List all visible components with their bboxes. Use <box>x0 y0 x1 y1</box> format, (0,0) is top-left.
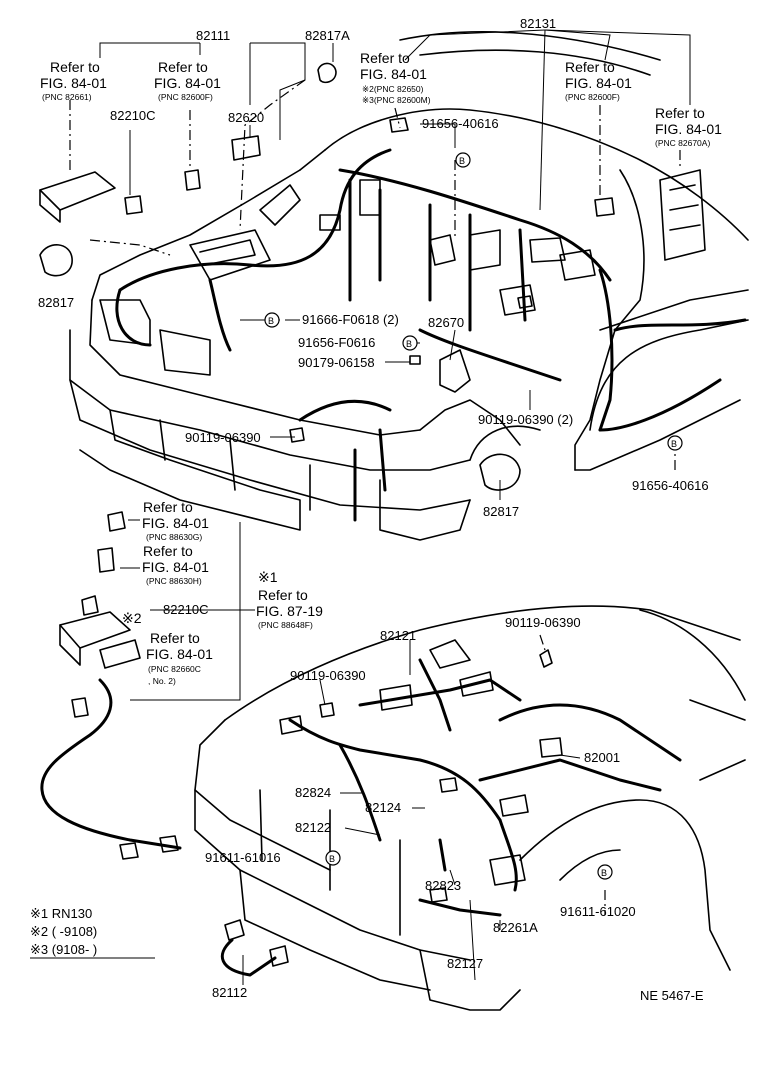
svg-text:(PNC 82600F): (PNC 82600F) <box>565 92 620 102</box>
svg-text:(PNC 88630H): (PNC 88630H) <box>146 576 202 586</box>
part-number-82127: 82127 <box>447 956 483 971</box>
b-marker: B <box>325 850 341 866</box>
refer-callout: Refer to FIG. 84-01 (PNC 88630H) <box>142 543 209 586</box>
svg-text:(PNC 88630G): (PNC 88630G) <box>146 532 202 542</box>
part-number-90119-06390-2: 90119-06390 (2) <box>478 412 573 427</box>
svg-text:B: B <box>601 868 607 878</box>
svg-text:Refer to: Refer to <box>50 59 100 75</box>
part-number-82817: 82817 <box>483 504 519 519</box>
refer-callout: Refer to FIG. 84-01 (PNC 82600F) <box>565 59 632 102</box>
part-number-82112: 82112 <box>212 985 247 1000</box>
part-number-82261a: 82261A <box>493 920 538 935</box>
variant-markers: ※1 ※2 <box>122 569 278 626</box>
part-number-82817a: 82817A <box>305 28 350 43</box>
refer-callout: Refer to FIG. 84-01 (PNC 82660C , No. 2) <box>146 630 213 686</box>
part-number-82823: 82823 <box>425 878 461 893</box>
leader-lines-bottom <box>242 634 606 985</box>
svg-text:, No. 2): , No. 2) <box>148 676 176 686</box>
svg-text:B: B <box>406 339 412 349</box>
svg-text:Refer to: Refer to <box>143 499 193 515</box>
switch-group-mid <box>40 511 255 860</box>
vehicle-body-top <box>69 31 749 541</box>
part-number-82210c: 82210C <box>110 108 156 123</box>
svg-text:Refer to: Refer to <box>258 587 308 603</box>
b-marker: B <box>667 435 683 451</box>
part-number-labels: 82111 82817A 82131 82210C 82620 91656-40… <box>38 16 709 1000</box>
svg-text:Refer to: Refer to <box>150 630 200 646</box>
b-marker-group-top: B B B B <box>264 152 683 451</box>
svg-text:Refer to: Refer to <box>565 59 615 75</box>
b-marker: B <box>402 335 418 351</box>
part-number-91656-f0616: 91656-F0616 <box>298 335 375 350</box>
part-number-82620: 82620 <box>228 110 264 125</box>
svg-text:(PNC 82670A): (PNC 82670A) <box>655 138 710 148</box>
svg-text:Refer to: Refer to <box>655 105 705 121</box>
refer-callout: Refer to FIG. 84-01 (PNC 88630G) <box>142 499 209 542</box>
svg-text:※2(PNC 82650): ※2(PNC 82650) <box>362 84 424 94</box>
part-number-90179-06158: 90179-06158 <box>298 355 375 370</box>
legend-row-3: ※3 (9108- ) <box>30 942 97 957</box>
document-code: NE 5467-E <box>640 988 704 1003</box>
b-marker: B <box>264 312 280 328</box>
part-number-90119-06390: 90119-06390 <box>290 668 366 683</box>
svg-text:B: B <box>329 854 335 864</box>
svg-text:B: B <box>268 316 274 326</box>
part-number-82001: 82001 <box>584 750 620 765</box>
part-number-82121: 82121 <box>380 628 416 643</box>
main-wire-harness-top <box>39 62 747 522</box>
part-number-91611-61020: 91611-61020 <box>560 904 636 919</box>
marker-2: ※2 <box>122 610 142 626</box>
svg-text:Refer to: Refer to <box>158 59 208 75</box>
refer-callout: Refer to FIG. 84-01 (PNC 82661) <box>40 59 107 102</box>
svg-text:FIG. 87-19: FIG. 87-19 <box>256 603 323 619</box>
part-number-91666-f0618: 91666-F0618 (2) <box>302 312 399 327</box>
b-marker: B <box>455 152 471 168</box>
main-wire-harness-bottom <box>220 639 682 977</box>
part-number-91656-40616: 91656-40616 <box>632 478 709 493</box>
part-number-82210c: 82210C <box>163 602 209 617</box>
part-number-91611-61016: 91611-61016 <box>205 850 281 865</box>
svg-text:FIG. 84-01: FIG. 84-01 <box>655 121 722 137</box>
part-number-82670: 82670 <box>428 315 464 330</box>
svg-text:(PNC 82600F): (PNC 82600F) <box>158 92 213 102</box>
svg-text:FIG. 84-01: FIG. 84-01 <box>360 66 427 82</box>
part-number-90119-06390: 90119-06390 <box>185 430 261 445</box>
part-number-82824: 82824 <box>295 785 331 800</box>
legend-row-2: ※2 ( -9108) <box>30 924 97 939</box>
part-number-82111: 82111 <box>196 28 230 43</box>
part-number-82124: 82124 <box>365 800 401 815</box>
svg-text:Refer to: Refer to <box>360 50 410 66</box>
part-number-90119-06390: 90119-06390 <box>505 615 581 630</box>
svg-text:B: B <box>671 439 677 449</box>
refer-callouts: Refer to FIG. 84-01 (PNC 82661) Refer to… <box>40 50 722 686</box>
svg-text:FIG. 84-01: FIG. 84-01 <box>40 75 107 91</box>
part-number-82817: 82817 <box>38 295 74 310</box>
legend-row-1: ※1 RN130 <box>30 906 92 921</box>
svg-text:B: B <box>459 156 465 166</box>
svg-text:FIG. 84-01: FIG. 84-01 <box>565 75 632 91</box>
b-marker: B <box>597 864 613 880</box>
part-number-91656-40616: 91656-40616 <box>422 116 499 131</box>
refer-callout: Refer to FIG. 87-19 (PNC 88648F) <box>256 587 323 630</box>
marker-1: ※1 <box>258 569 278 585</box>
vehicle-body-bottom <box>194 605 746 1011</box>
svg-text:Refer to: Refer to <box>143 543 193 559</box>
refer-callout: Refer to FIG. 84-01 ※2(PNC 82650) ※3(PNC… <box>360 50 431 105</box>
part-number-82122: 82122 <box>295 820 331 835</box>
svg-text:FIG. 84-01: FIG. 84-01 <box>154 75 221 91</box>
refer-callout: Refer to FIG. 84-01 (PNC 82600F) <box>154 59 221 102</box>
b-marker-group-bottom: B B <box>325 850 613 880</box>
refer-callout: Refer to FIG. 84-01 (PNC 82670A) <box>655 105 722 148</box>
leader-lines-top <box>69 29 691 500</box>
part-number-82131: 82131 <box>520 16 556 31</box>
svg-text:FIG. 84-01: FIG. 84-01 <box>142 559 209 575</box>
svg-text:FIG. 84-01: FIG. 84-01 <box>142 515 209 531</box>
svg-text:(PNC 88648F): (PNC 88648F) <box>258 620 313 630</box>
svg-text:※3(PNC 82600M): ※3(PNC 82600M) <box>362 95 431 105</box>
svg-text:(PNC 82661): (PNC 82661) <box>42 92 92 102</box>
svg-text:(PNC 82660C: (PNC 82660C <box>148 664 201 674</box>
svg-text:FIG. 84-01: FIG. 84-01 <box>146 646 213 662</box>
variant-legend: ※1 RN130 ※2 ( -9108) ※3 (9108- ) <box>30 906 155 959</box>
